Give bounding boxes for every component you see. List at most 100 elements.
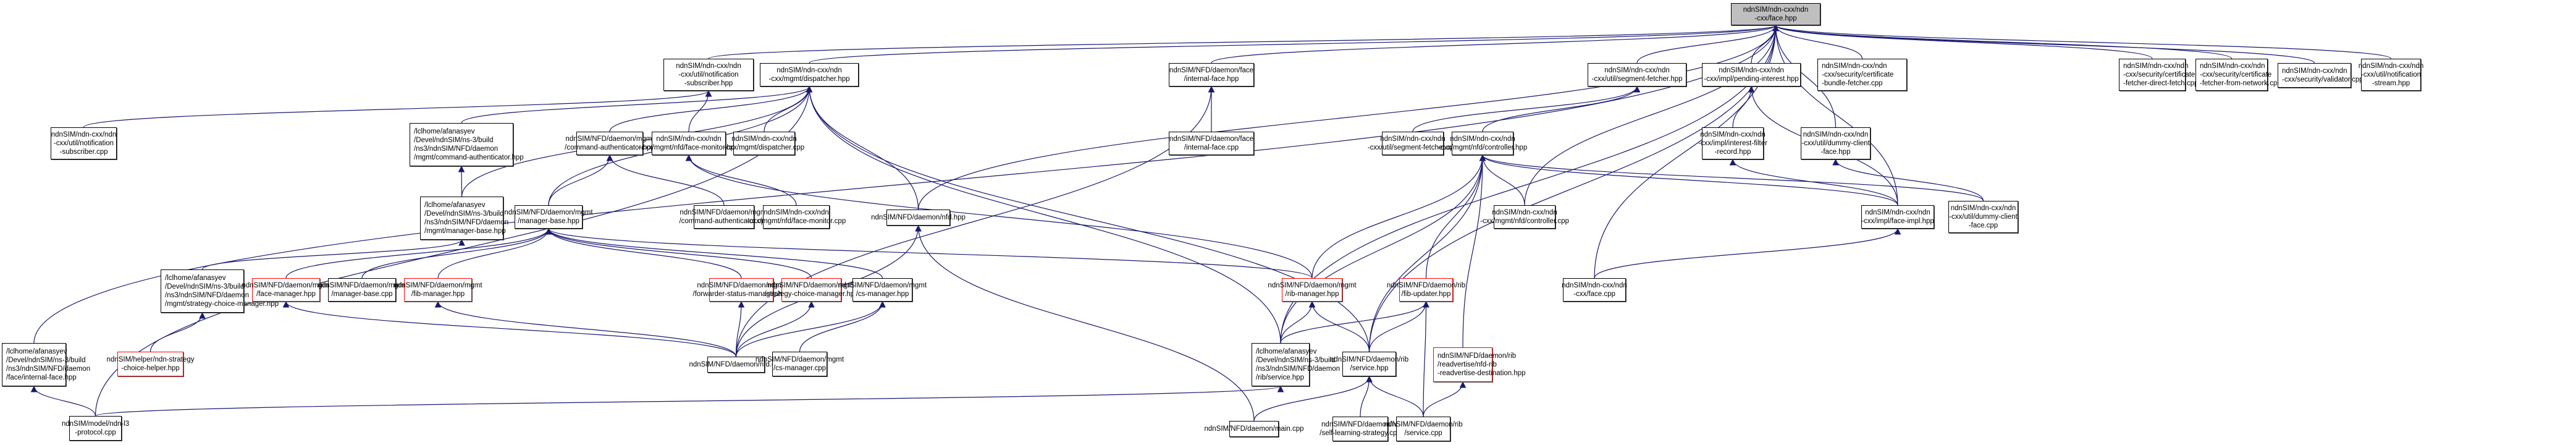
edge-rib_mgr-to-mgr_base_hpp (545, 227, 1313, 279)
node-cs-manager-cpp[interactable]: ndnSIM/NFD/daemon/mgmt /cs-manager.cpp (756, 352, 844, 376)
edge-fib_updater-to-controller_hpp (1425, 154, 1486, 279)
edge-face_impl-to-interest_filter (1729, 158, 1898, 206)
edge-cs_mgr_hpp-to-mgr_base_hpp (545, 227, 883, 279)
edge-controller_cpp-to-face (1524, 24, 1779, 206)
node-rib-service-cpp[interactable]: ndnSIM/NFD/daemon/rib /service.cpp (1384, 417, 1463, 441)
node-dummy-client-face-cpp[interactable]: ndnSIM/ndn-cxx/ndn -cxx/util/dummy-clien… (1948, 201, 2018, 233)
node-manager-base-hpp[interactable]: ndnSIM/NFD/daemon/mgmt /manager-base.hpp (504, 205, 593, 229)
node-strategy-choice-manager-hpp[interactable]: ndnSIM/NFD/daemon/mgmt /strategy-choice-… (764, 278, 859, 302)
edge-validator-to-face (1772, 24, 2315, 64)
edge-main_cpp-to-rib_service_hpp (1253, 375, 1373, 422)
node-notification-subscriber-cpp[interactable]: ndnSIM/ndn-cxx/ndn -cxx/util/notificatio… (51, 127, 117, 159)
edge-nfd_cpp-to-fib_mgr (434, 300, 737, 357)
edge-nfd_hpp-to-face (917, 24, 1779, 210)
edge-fib_mgr-to-mgr_base_hpp (437, 227, 552, 279)
node-lclhome-strategy-choice-manager-hpp[interactable]: /lclhome/afanasyev /Devel/ndnSIM/ns-3/bu… (161, 269, 279, 313)
edge-controller_hpp-to-segfetch_hpp (1482, 85, 1641, 132)
node-dispatcher-cpp[interactable]: ndnSIM/ndn-cxx/ndn -cxx/mgmt/dispatcher.… (724, 132, 804, 155)
node-command-authenticator-hpp[interactable]: ndnSIM/NFD/daemon/mgmt /command-authenti… (565, 132, 655, 155)
edge-face_monitor_cpp-to-face_monitor_hpp (685, 154, 797, 206)
node-notification-stream-hpp[interactable]: ndnSIM/ndn-cxx/ndn -cxx/util/notificatio… (2359, 59, 2423, 91)
edge-controller_cpp-to-controller_hpp (1479, 154, 1525, 206)
edge-self_learning-to-rib_service_hpp (1360, 375, 1373, 417)
edge-face_impl-to-face (1772, 24, 1898, 206)
node-face-monitor-hpp[interactable]: ndnSIM/ndn-cxx/ndn -cxx/mgmt/nfd/face-mo… (639, 132, 739, 155)
edge-notif_stream-to-face (1772, 24, 2392, 59)
node-ndn-l3-protocol-cpp[interactable]: ndnSIM/model/ndn-l3 -protocol.cpp (62, 416, 129, 441)
edge-lcl_sc_mgr-to-lcl_mgr_base (201, 239, 465, 270)
node-interest-filter-record-hpp[interactable]: ndnSIM/ndn-cxx/ndn -cxx/impl/interest-fi… (1698, 127, 1767, 159)
edge-cert_bundle-to-face (1772, 24, 1863, 59)
edge-rib_service_hpp-to-rib_mgr (1308, 300, 1370, 352)
node-rib-manager-hpp[interactable]: ndnSIM/NFD/daemon/mgmt /rib-manager.hpp (1268, 278, 1357, 302)
edge-lcl_mgr_base-to-lcl_cmd_auth (458, 165, 465, 197)
edge-lcl_cmd_auth-to-dispatcher_hpp (461, 85, 813, 124)
edge-cert_network-to-face (1772, 24, 2233, 59)
node-certificate-fetcher-from-network-cpp[interactable]: ndnSIM/ndn-cxx/ndn -cxx/security/certifi… (2195, 59, 2281, 91)
node-lclhome-command-authenticator-hpp[interactable]: /lclhome/afanasyev /Devel/ndnSIM/ns-3/bu… (410, 123, 524, 166)
edge-rib_service_hpp-to-fib_updater (1368, 300, 1429, 352)
node-dummy-client-face-hpp[interactable]: ndnSIM/ndn-cxx/ndn -cxx/util/dummy-clien… (1801, 127, 1871, 159)
edge-segfetch_cpp-to-segfetch_hpp (1412, 85, 1641, 132)
node-cs-manager-hpp[interactable]: ndnSIM/NFD/daemon/mgmt /cs-manager.hpp (838, 278, 927, 302)
edge-nfd_cpp-to-face_mgr (282, 300, 737, 357)
node-validator-cpp[interactable]: ndnSIM/ndn-cxx/ndn -cxx/security/validat… (2278, 63, 2363, 88)
edge-nfd_cpp-to-cs_mgr_hpp (735, 300, 886, 357)
edge-dummy_cpp-to-dummy_hpp (1832, 158, 1984, 201)
node-pending-interest-hpp[interactable]: ndnSIM/ndn-cxx/ndn -cxx/impl/pending-int… (1702, 63, 1801, 87)
node-command-authenticator-cpp[interactable]: ndnSIM/NFD/daemon/mgmt /command-authenti… (679, 205, 769, 229)
node-face-hpp[interactable]: ndnSIM/ndn-cxx/ndn -cxx/face.hpp (1731, 3, 1820, 25)
node-lclhome-internal-face-hpp[interactable]: /lclhome/afanasyev /Devel/ndnSIM/ns-3/bu… (2, 343, 90, 386)
node-dispatcher-hpp[interactable]: ndnSIM/ndn-cxx/ndn -cxx/mgmt/dispatcher.… (760, 63, 859, 87)
node-fib-updater-hpp[interactable]: ndnSIM/NFD/daemon/rib /fib-updater.hpp (1387, 278, 1465, 302)
node-certificate-fetcher-direct-fetch-cpp[interactable]: ndnSIM/ndn-cxx/ndn -cxx/security/certifi… (2119, 59, 2198, 91)
edge-lcl_internal_face-to-face (33, 24, 1779, 344)
edge-sc_helper-to-lcl_sc_mgr (149, 312, 206, 352)
node-face-monitor-cpp[interactable]: ndnSIM/ndn-cxx/ndn -cxx/mgmt/nfd/face-mo… (747, 205, 846, 229)
node-lclhome-manager-base-hpp[interactable]: /lclhome/afanasyev /Devel/ndnSIM/ns-3/bu… (420, 197, 508, 240)
edge-lcl_rib_service-to-fib_updater (1280, 300, 1429, 344)
node-internal-face-cpp[interactable]: ndnSIM/NFD/daemon/face /internal-face.cp… (1169, 132, 1254, 155)
edge-mgr_base_cpp-to-mgr_base_hpp (361, 227, 552, 279)
edge-face_monitor_hpp-to-notif_sub_hpp (688, 90, 712, 132)
node-nfd-hpp[interactable]: ndnSIM/NFD/daemon/nfd.hpp (871, 210, 966, 226)
edge-rib_service_cpp-to-rib_service_hpp (1366, 375, 1424, 417)
edge-dummy_hpp-to-face (1772, 24, 1837, 128)
edge-rib_service_cpp-to-readvertise (1423, 381, 1467, 417)
node-lclhome-rib-service-hpp[interactable]: /lclhome/afanasyev /Devel/ndnSIM/ns-3/bu… (1252, 343, 1340, 386)
node-manager-base-cpp[interactable]: ndnSIM/NFD/daemon/mgmt /manager-base.cpp (318, 278, 406, 302)
edge-rib_mgr-to-face_monitor_hpp (685, 154, 1313, 279)
node-face-cpp[interactable]: ndnSIM/ndn-cxx/ndn -cxx/face.cpp (1562, 278, 1627, 302)
node-main-cpp[interactable]: ndnSIM/NFD/daemon/main.cpp (1204, 421, 1304, 437)
node-forwarder-status-manager-hpp[interactable]: ndnSIM/NFD/daemon/mgmt /forwarder-status… (692, 278, 790, 302)
node-face-impl-hpp[interactable]: ndnSIM/ndn-cxx/ndn -cxx/impl/face-impl.h… (1861, 205, 1934, 229)
node-rib-service-hpp[interactable]: ndnSIM/NFD/daemon/rib /service.hpp (1330, 352, 1408, 376)
edge-notif_sub_cpp-to-notif_sub_hpp (83, 90, 712, 128)
node-controller-hpp[interactable]: ndnSIM/ndn-cxx/ndn -cxx/mgmt/nfd/control… (1438, 132, 1527, 155)
edge-rib_service_cpp-to-fib_updater (1423, 300, 1429, 417)
node-segment-fetcher-hpp[interactable]: ndnSIM/ndn-cxx/ndn -cxx/util/segment-fet… (1588, 63, 1686, 87)
node-fib-manager-hpp[interactable]: ndnSIM/NFD/daemon/mgmt /fib-manager.hpp (394, 278, 482, 302)
node-face-manager-hpp[interactable]: ndnSIM/NFD/daemon/mgmt /face-manager.hpp (242, 278, 330, 302)
node-nfd-rib-readvertise-destination-hpp[interactable]: ndnSIM/NFD/daemon/rib /readvertise/nfd-r… (1433, 347, 1526, 382)
node-internal-face-hpp[interactable]: ndnSIM/NFD/daemon/face /internal-face.hp… (1169, 63, 1254, 87)
node-segment-fetcher-cpp[interactable]: ndnSIM/ndn-cxx/ndn -cxx/util/segment-fet… (1368, 132, 1458, 155)
edge-readvertise-to-controller_hpp (1462, 154, 1486, 348)
edge-nfd_hpp-to-dispatcher_hpp (806, 85, 919, 210)
edge-fwd_status_mgr-to-mgr_base_hpp (545, 227, 742, 279)
edge-nfd_cpp-to-sc_mgr (735, 300, 815, 357)
node-strategy-choice-helper-hpp[interactable]: ndnSIM/helper/ndn-strategy -choice-helpe… (107, 352, 194, 376)
edge-lcl_rib_service-to-dispatcher_hpp (806, 85, 1281, 344)
node-self-learning-strategy-cpp[interactable]: ndnSIM/NFD/daemon/fw /self-learning-stra… (1320, 417, 1401, 441)
node-certificate-bundle-fetcher-cpp[interactable]: ndnSIM/ndn-cxx/ndn -cxx/security/certifi… (1817, 59, 1907, 91)
node-nfd-cpp[interactable]: ndnSIM/NFD/daemon/nfd.cpp (689, 357, 783, 373)
edge-face_mgr-to-mgr_base_hpp (285, 227, 552, 279)
edge-l3_protocol-to-lcl_internal_face (30, 385, 96, 417)
edge-rib_mgr-to-controller_hpp (1311, 154, 1486, 279)
edge-face_cpp-to-face_impl (1594, 227, 1901, 279)
node-controller-cpp[interactable]: ndnSIM/ndn-cxx/ndn -cxx/mgmt/nfd/control… (1480, 205, 1569, 229)
edge-main_cpp-to-nfd_hpp (915, 224, 1255, 422)
node-notification-subscriber-hpp[interactable]: ndnSIM/ndn-cxx/ndn -cxx/util/notificatio… (663, 59, 754, 91)
edge-sc_mgr-to-mgr_base_hpp (545, 227, 812, 279)
edge-interest_filter-to-pending_interest (1732, 85, 1755, 128)
